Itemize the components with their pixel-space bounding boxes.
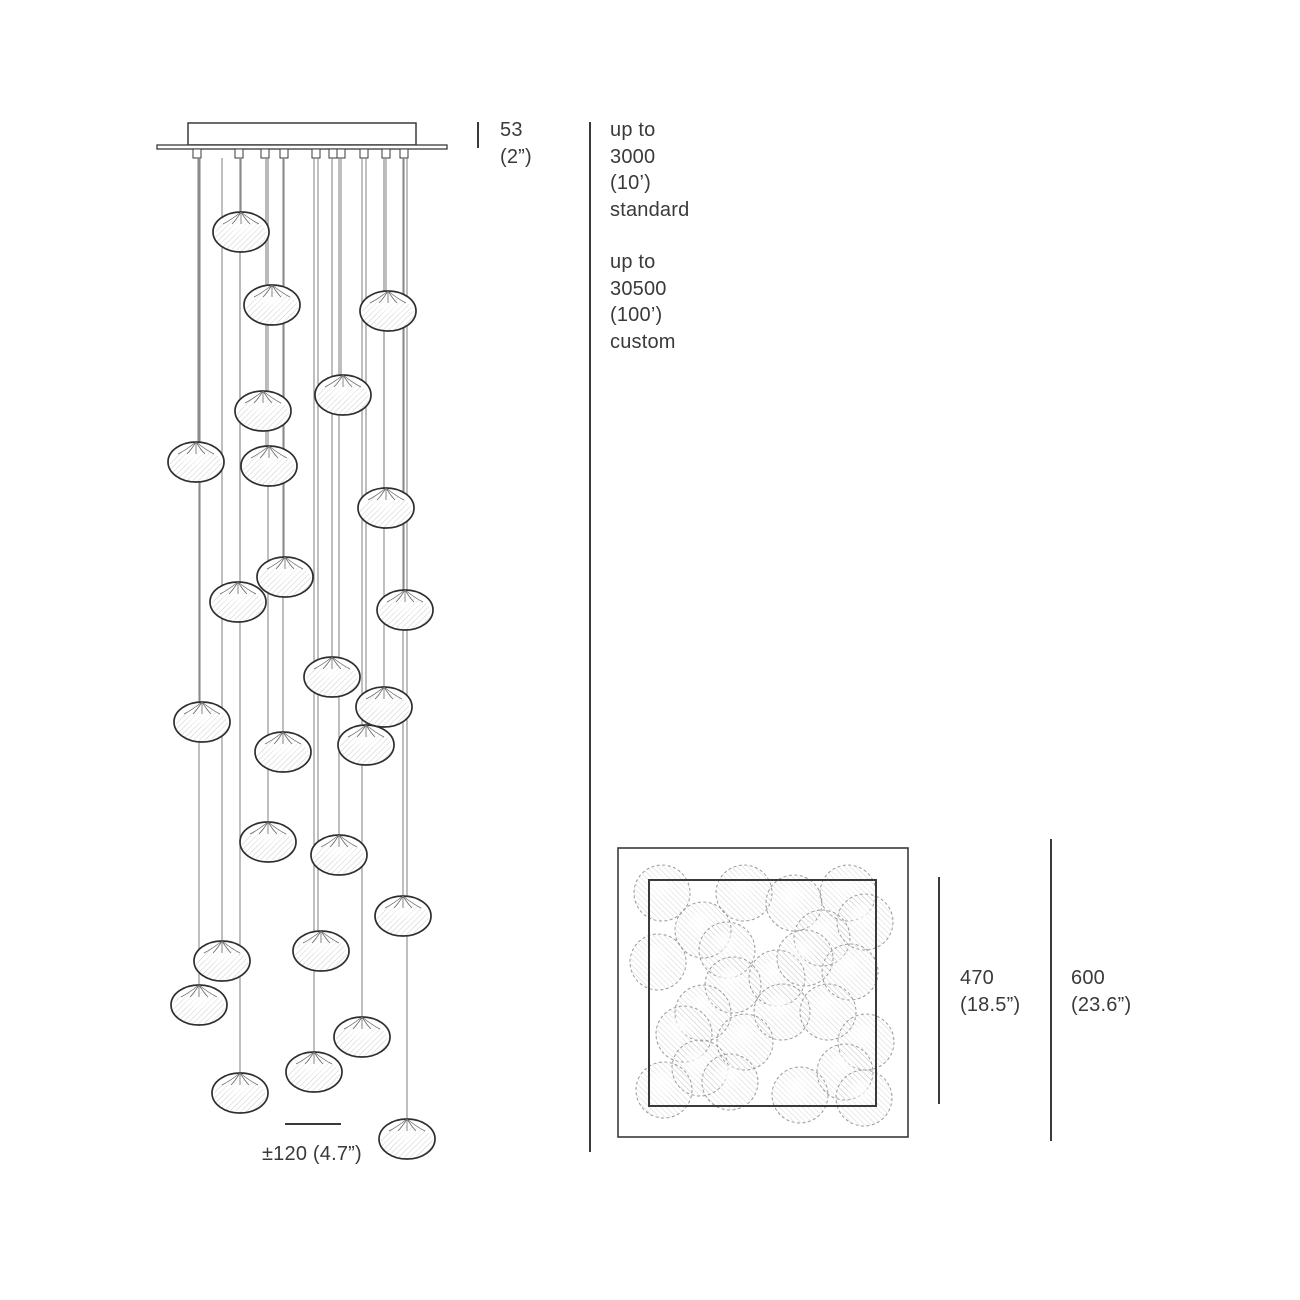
cable-connector (311, 148, 321, 159)
top-view-globe (835, 1069, 893, 1127)
custom-line-3: (100’) (610, 304, 663, 326)
inner-square-in: (18.5”) (960, 993, 1021, 1016)
glass-globe (212, 211, 270, 253)
glass-globe (355, 686, 413, 728)
standard-line-1: up to (610, 119, 656, 141)
glass-globe (243, 284, 301, 326)
glass-globe (303, 656, 361, 698)
glass-globe (256, 556, 314, 598)
standard-line-2: 3000 (610, 145, 656, 168)
glass-globes (167, 211, 436, 1160)
canopy-height-mm: 53 (500, 119, 523, 141)
cable-connector (279, 148, 289, 159)
glass-globe (239, 821, 297, 863)
top-view-globe (776, 929, 834, 987)
glass-globe (374, 895, 432, 937)
glass-globe (167, 441, 225, 483)
glass-globe (333, 1016, 391, 1058)
custom-line-2: 30500 (610, 277, 667, 300)
canopy-height-label: 53 (2”) (500, 117, 532, 170)
cable-connector (336, 148, 346, 159)
standard-line-3: (10’) (610, 172, 652, 194)
glass-globe (357, 487, 415, 529)
custom-line-4: custom (610, 330, 676, 353)
custom-line-1: up to (610, 251, 656, 273)
glass-globe (310, 834, 368, 876)
outer-square-label: 600 (23.6”) (1071, 965, 1131, 1018)
cable-length-rule (589, 122, 591, 1152)
top-view-globe (635, 1061, 693, 1119)
cable-length-custom: up to 30500 (100’) custom (610, 249, 676, 355)
canopy (156, 122, 448, 150)
glass-globe (173, 701, 231, 743)
outer-square-rule (1050, 839, 1052, 1141)
cable-connector (192, 148, 202, 159)
canopy-height-in: (2”) (500, 145, 532, 168)
glass-globe (193, 940, 251, 982)
top-view (617, 847, 909, 1138)
glass-globe (314, 374, 372, 416)
outer-square-in: (23.6”) (1071, 993, 1132, 1016)
cable-length-standard: up to 3000 (10’) standard (610, 117, 689, 223)
top-view-globe (771, 1066, 829, 1124)
cable-connector (381, 148, 391, 159)
inner-square (648, 879, 877, 1107)
cable-connector (234, 148, 244, 159)
top-view-globe (753, 983, 811, 1041)
glass-globe (234, 390, 292, 432)
top-view-globe (629, 933, 687, 991)
glass-globe (378, 1118, 436, 1160)
inner-square-rule (938, 877, 940, 1104)
glass-globe (209, 581, 267, 623)
outer-square-mm: 600 (1071, 967, 1105, 989)
cable-connector (399, 148, 409, 159)
pendant-spacing-label: ±120 (4.7”) (262, 1143, 362, 1165)
glass-globe (211, 1072, 269, 1114)
inner-square-label: 470 (18.5”) (960, 965, 1020, 1018)
glass-globe (285, 1051, 343, 1093)
glass-globe (292, 930, 350, 972)
cable-connectors (192, 148, 409, 159)
glass-globe (359, 290, 417, 332)
standard-line-4: standard (610, 198, 690, 221)
glass-globe (337, 724, 395, 766)
top-view-globe (836, 893, 894, 951)
cable-connector (359, 148, 369, 159)
glass-globe (170, 984, 228, 1026)
glass-globe (254, 731, 312, 773)
cable-connector (328, 148, 338, 159)
glass-globe (240, 445, 298, 487)
inner-square-mm: 470 (960, 967, 994, 989)
glass-globe (376, 589, 434, 631)
cable-connector (260, 148, 270, 159)
top-view-globe (701, 1053, 759, 1111)
top-view-globe (799, 983, 857, 1041)
